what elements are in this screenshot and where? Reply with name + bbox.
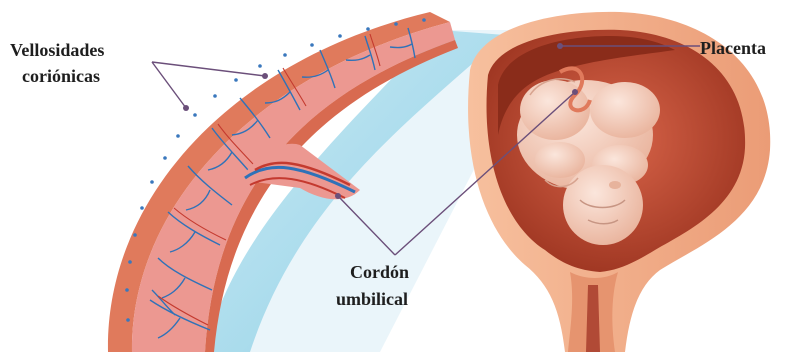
label-placenta: Placenta	[700, 38, 766, 58]
cervical-canal	[586, 285, 600, 352]
label-cord-line2: umbilical	[336, 289, 408, 309]
label-villi-line2: coriónicas	[22, 66, 100, 86]
label-villi-line1: Vellosidades	[10, 40, 104, 60]
label-cord-line1: Cordón	[350, 262, 409, 282]
